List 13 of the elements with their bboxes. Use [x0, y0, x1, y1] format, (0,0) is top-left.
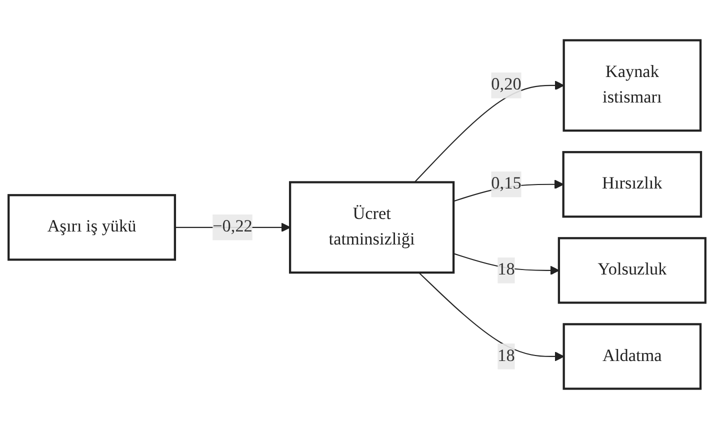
edge-label: 18 [498, 346, 515, 366]
edge-label: 18 [498, 260, 515, 280]
node-box: Aşırı iş yükü [8, 194, 176, 261]
node-box: Kaynak istismarı [562, 39, 702, 132]
node-box: Ücret tatminsizliği [289, 181, 455, 274]
edge-label: 0,15 [491, 174, 522, 193]
arrow [414, 80, 564, 183]
arrow [418, 272, 564, 362]
node-box: Yolsuzluk [558, 237, 706, 304]
edge-label: 0,20 [491, 76, 522, 94]
node-box: Aldatma [562, 323, 702, 390]
node-box: Hırsızlık [562, 151, 702, 218]
edge-label: −0,22 [212, 218, 252, 236]
